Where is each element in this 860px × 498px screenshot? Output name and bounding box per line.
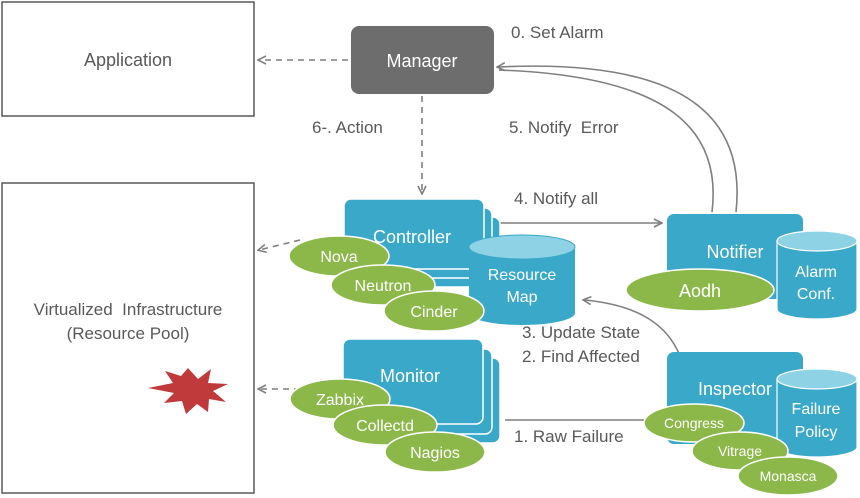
failure-policy-label-line2: Policy	[795, 424, 838, 441]
monasca-label: Monasca	[760, 468, 817, 484]
nagios-label: Nagios	[410, 445, 460, 462]
infrastructure-label-line2: (Resource Pool)	[67, 324, 190, 343]
monitor-label: Monitor	[380, 366, 440, 386]
cinder-label: Cinder	[410, 304, 458, 321]
manager-box: Manager	[351, 26, 494, 94]
alarm-conf-database: Alarm Conf.	[776, 230, 858, 320]
step-raw-failure: 1. Raw Failure	[514, 427, 624, 446]
resource-map-label-line1: Resource	[488, 267, 557, 284]
step-update-state: 3. Update State	[522, 323, 640, 342]
notifier-label: Notifier	[706, 242, 763, 262]
nova-label: Nova	[320, 249, 357, 266]
arrow-set-alarm	[498, 66, 738, 213]
alarm-conf-label-line2: Conf.	[797, 286, 835, 303]
application-box: Application	[1, 1, 255, 117]
zabbix-label: Zabbix	[316, 392, 364, 409]
alarm-conf-label-line1: Alarm	[795, 264, 837, 281]
aodh-label: Aodh	[679, 281, 721, 301]
arrow-controller-to-infrastructure	[259, 239, 301, 250]
failure-policy-database: Failure Policy	[776, 368, 858, 458]
inspector-label: Inspector	[698, 379, 772, 399]
step-action: 6-. Action	[312, 118, 383, 137]
neutron-label: Neutron	[355, 278, 412, 295]
component-aodh: Aodh	[625, 268, 775, 312]
congress-label: Congress	[664, 415, 724, 431]
component-nagios: Nagios	[384, 431, 486, 473]
controller-label: Controller	[373, 227, 451, 247]
infrastructure-label-line1: Virtualized Infrastructure	[34, 300, 223, 319]
arrow-update-state	[584, 300, 681, 357]
failure-policy-label-line1: Failure	[792, 401, 841, 418]
vitrage-label: Vitrage	[718, 443, 762, 459]
manager-label: Manager	[386, 51, 457, 71]
resource-map-database: Resource Map	[468, 234, 576, 325]
step-set-alarm: 0. Set Alarm	[511, 23, 604, 42]
step-notify-all: 4. Notify all	[514, 189, 598, 208]
collectd-label: Collectd	[356, 418, 414, 435]
component-monasca: Monasca	[737, 456, 839, 496]
step-notify-error: 5. Notify Error	[509, 118, 619, 137]
failure-burst-icon	[148, 368, 228, 414]
step-find-affected: 2. Find Affected	[522, 347, 640, 366]
component-congress: Congress	[643, 403, 745, 443]
component-cinder: Cinder	[383, 290, 485, 332]
resource-map-label-line2: Map	[506, 289, 537, 306]
arrow-notify-error	[498, 69, 714, 213]
virtualized-infrastructure-box: Virtualized Infrastructure (Resource Poo…	[1, 182, 255, 494]
application-label: Application	[84, 50, 172, 70]
